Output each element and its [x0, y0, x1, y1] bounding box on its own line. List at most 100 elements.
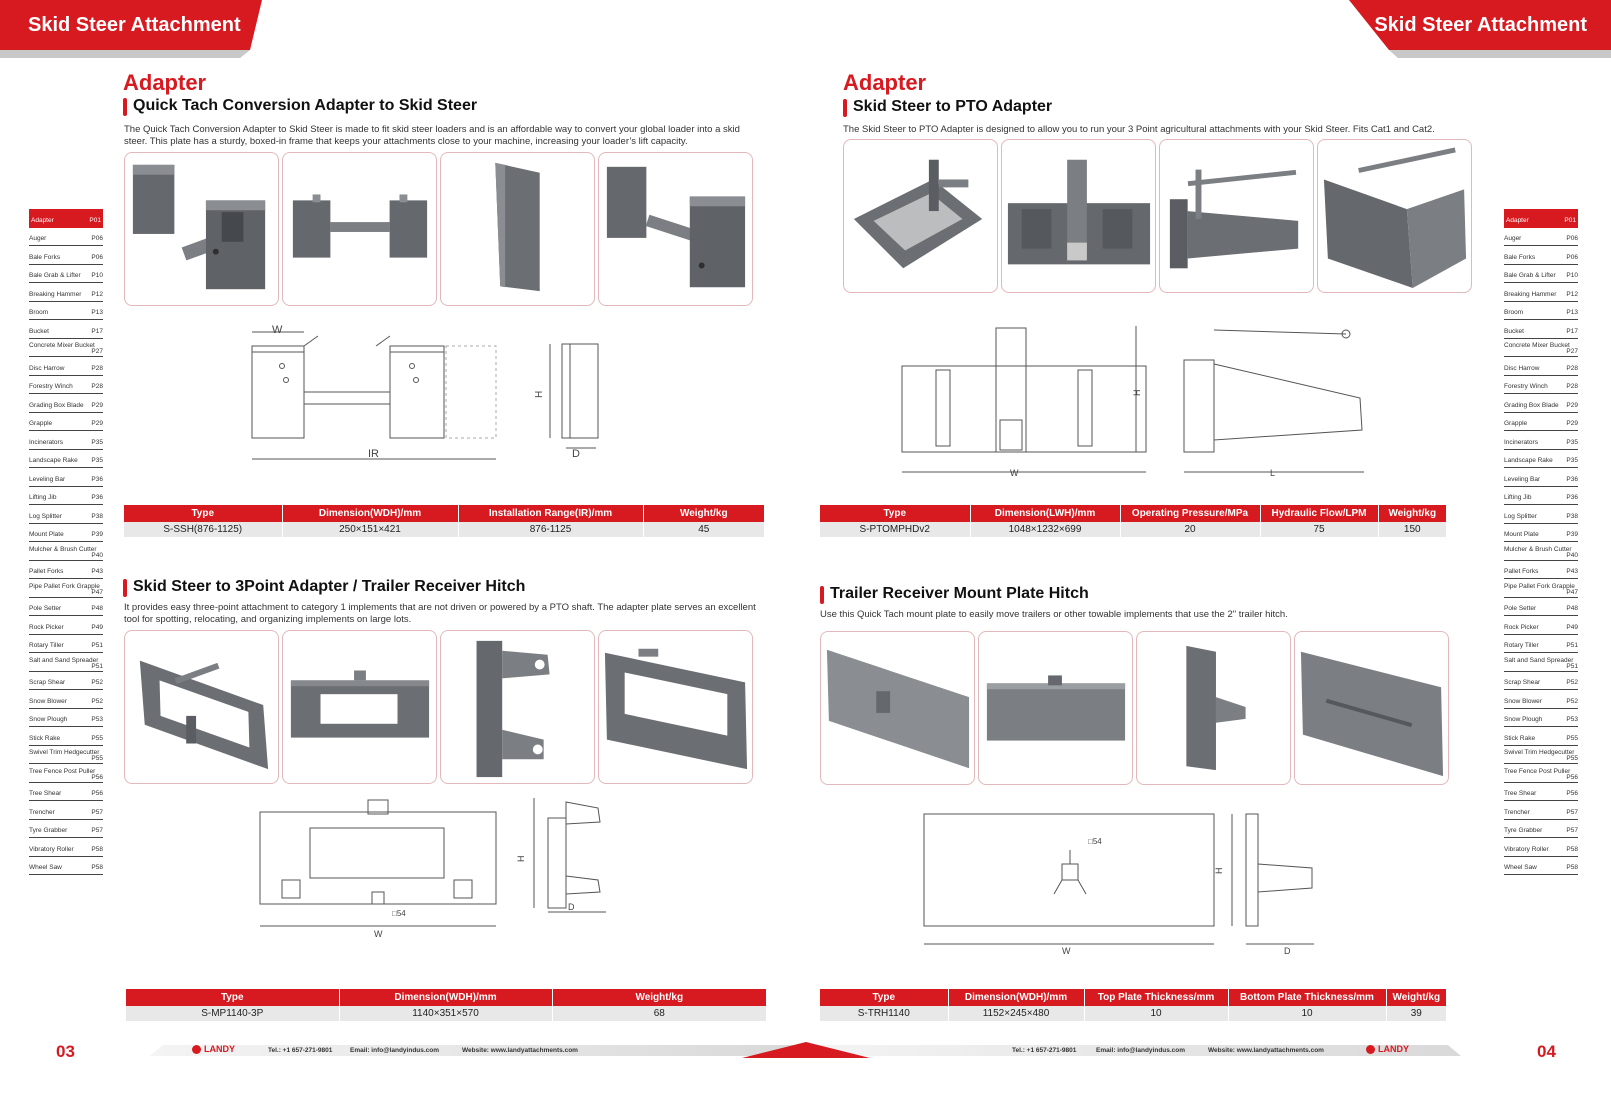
nav-item-label: Landscape Rake: [29, 457, 78, 464]
nav-item-page: P35: [91, 438, 103, 446]
product-title: Skid Steer to PTO Adapter: [843, 98, 1052, 117]
svg-text:H: H: [534, 391, 545, 398]
nav-item-label: Bale Forks: [1504, 253, 1536, 261]
footer-website[interactable]: Website: www.landyattachments.com: [1208, 1047, 1324, 1054]
nav-item-label: Trencher: [29, 808, 55, 816]
nav-item-page: P48: [1566, 605, 1578, 612]
svg-text:H: H: [516, 856, 526, 863]
nav-item-label: Grading Box Blade: [29, 401, 84, 409]
table-header: Dimension(WDH)/mm: [282, 505, 459, 522]
nav-item-page: P28: [91, 364, 103, 372]
nav-item-page: P01: [1564, 216, 1576, 224]
table-header: Weight/kg: [643, 505, 764, 522]
page-number: 03: [56, 1042, 75, 1061]
nav-item-label: Forestry Winch: [1504, 383, 1548, 390]
footer-website[interactable]: Website: www.landyattachments.com: [462, 1047, 578, 1054]
nav-item-label: Tree Shear: [29, 790, 62, 797]
table-cell: 45: [643, 522, 764, 537]
table-cell: 10: [1228, 1006, 1387, 1021]
table-cell: 1048×1232×699: [970, 522, 1121, 537]
table-header: Top Plate Thickness/mm: [1084, 989, 1229, 1006]
svg-text:D: D: [572, 448, 580, 460]
left-page: Skid Steer Attachment Adapter Quick Tach…: [0, 0, 805, 1100]
spec-table: Type Dimension(WDH)/mm Top Plate Thickne…: [820, 989, 1446, 1021]
nav-item-page: P13: [91, 309, 103, 316]
svg-text:H: H: [1132, 390, 1142, 397]
nav-item-label: Stick Rake: [1504, 734, 1536, 742]
